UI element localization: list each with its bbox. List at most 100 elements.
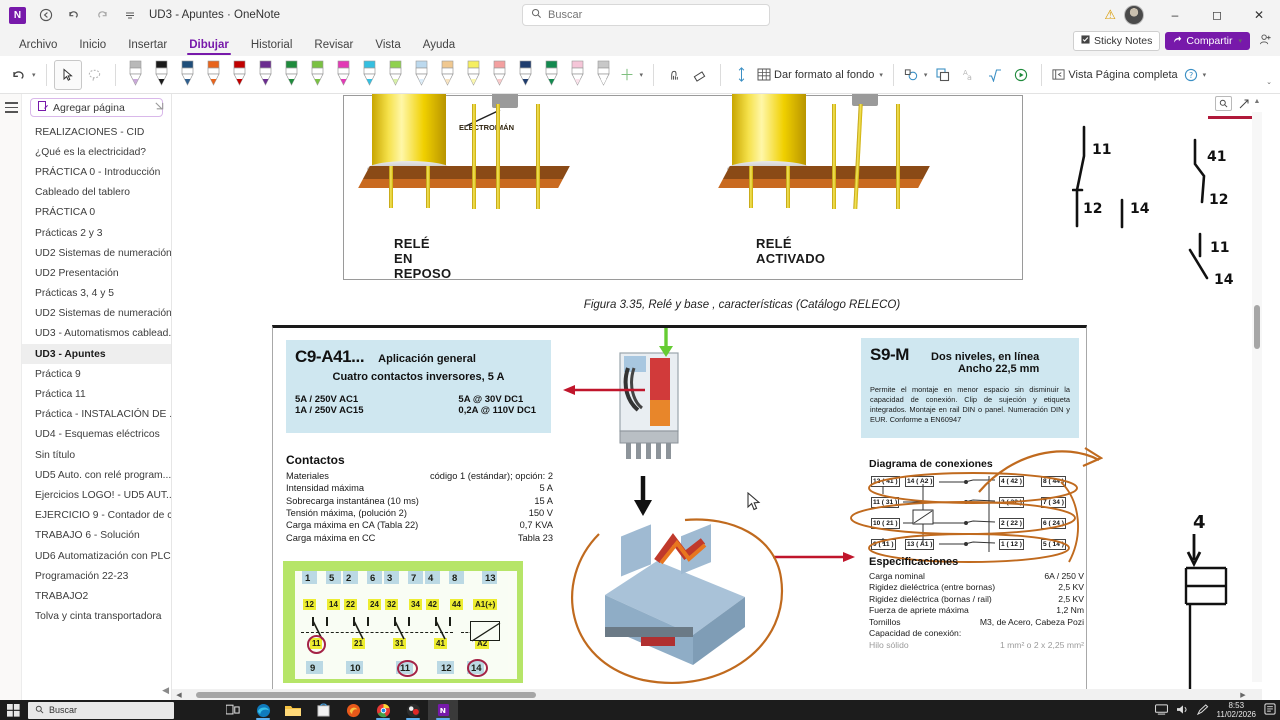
full-page-view-tool[interactable]: Vista Página completa bbox=[1049, 60, 1180, 90]
pen-navy[interactable] bbox=[513, 60, 539, 90]
vertical-scrollbar[interactable]: ▲ ▼ bbox=[1252, 98, 1262, 696]
collapse-pages-icon[interactable] bbox=[154, 101, 165, 115]
redo-icon[interactable] bbox=[89, 3, 115, 27]
undo-icon[interactable] bbox=[61, 3, 87, 27]
page-list-item[interactable]: REALIZACIONES - CID bbox=[35, 126, 145, 138]
tab-inicio[interactable]: Inicio bbox=[79, 39, 107, 51]
horizontal-scroll-thumb[interactable] bbox=[196, 692, 536, 698]
pen-light-green[interactable] bbox=[305, 60, 331, 90]
page-list-item[interactable]: Programación 22-23 bbox=[35, 570, 129, 582]
maximize-button[interactable]: ◻ bbox=[1212, 8, 1222, 22]
google-chrome-icon[interactable] bbox=[368, 700, 398, 720]
pen-purple[interactable] bbox=[253, 60, 279, 90]
highlighter-light-blue[interactable] bbox=[409, 60, 435, 90]
page-list-item[interactable]: Prácticas 3, 4 y 5 bbox=[35, 288, 114, 300]
pen-orange[interactable] bbox=[201, 60, 227, 90]
pen-green[interactable] bbox=[279, 60, 305, 90]
page-list-item[interactable]: PRÁCTICA 0 bbox=[35, 207, 96, 219]
sticky-notes-button[interactable]: Sticky Notes bbox=[1073, 31, 1161, 51]
shapes-tool[interactable]: ▾ bbox=[901, 60, 931, 90]
highlighter-light-pink[interactable] bbox=[565, 60, 591, 90]
horizontal-scrollbar[interactable]: ◀ ▶ bbox=[172, 689, 1262, 700]
add-pen-button[interactable]: ＋▾ bbox=[619, 67, 644, 84]
tab-archivo[interactable]: Archivo bbox=[19, 39, 58, 51]
add-collaborator-icon[interactable] bbox=[1255, 33, 1276, 49]
page-list-item[interactable]: UD6 Automatización con PLC bbox=[35, 550, 171, 562]
microsoft-edge-icon[interactable] bbox=[248, 700, 278, 720]
page-list-item[interactable]: UD3 - Automatismos cablead... bbox=[35, 328, 171, 340]
page-list-item[interactable]: EJERCICIO 9 - Contador de co... bbox=[35, 510, 171, 522]
page-list-item[interactable]: TRABAJO 6 - Solución bbox=[35, 530, 140, 542]
minimize-button[interactable]: – bbox=[1171, 8, 1179, 22]
highlighter-green[interactable] bbox=[383, 60, 409, 90]
ink-to-math-tool[interactable] bbox=[982, 60, 1008, 90]
highlighter-tan[interactable] bbox=[435, 60, 461, 90]
pen-teal-green[interactable] bbox=[539, 60, 565, 90]
page-list-item[interactable]: UD2 Presentación bbox=[35, 267, 119, 279]
pen-white-empty[interactable] bbox=[591, 60, 617, 90]
page-list-item[interactable]: UD2 Sistemas de numeración... bbox=[35, 308, 171, 320]
page-list-item[interactable]: UD5 Auto. con relé program... bbox=[35, 469, 171, 481]
page-canvas[interactable]: ELECTROIMÁN RELÉ EN REPOSO bbox=[172, 94, 1262, 700]
windows-start-icon[interactable] bbox=[0, 700, 26, 720]
collapse-ribbon-icon[interactable]: ⌄ bbox=[1266, 79, 1272, 86]
highlighter-yellow[interactable] bbox=[461, 60, 487, 90]
expand-page-icon[interactable] bbox=[1235, 96, 1252, 111]
back-arrow-icon[interactable] bbox=[33, 3, 59, 27]
pen-settings-icon[interactable] bbox=[1196, 703, 1209, 717]
tab-historial[interactable]: Historial bbox=[250, 39, 293, 51]
tab-vista[interactable]: Vista bbox=[375, 39, 401, 51]
search-input[interactable] bbox=[548, 9, 761, 21]
lasso-select-tool[interactable] bbox=[82, 60, 108, 90]
volume-icon[interactable] bbox=[1176, 704, 1189, 717]
search-page-icon[interactable] bbox=[1215, 96, 1232, 111]
file-explorer-icon[interactable] bbox=[278, 700, 308, 720]
pen-magenta[interactable] bbox=[331, 60, 357, 90]
arrange-tool[interactable] bbox=[930, 60, 956, 90]
help-tool[interactable]: ? ▾ bbox=[1181, 60, 1210, 90]
page-list-item[interactable]: Cableado del tablero bbox=[35, 187, 131, 199]
page-list-scroll-indicator[interactable]: ◀ bbox=[162, 685, 169, 695]
taskbar-search-box[interactable]: Buscar bbox=[28, 701, 174, 719]
clock[interactable]: 8:53 11/02/2026 bbox=[1217, 701, 1256, 719]
network-icon[interactable] bbox=[1154, 703, 1168, 717]
customize-quick-access-icon[interactable] bbox=[117, 3, 143, 27]
share-button[interactable]: Compartir ▾ bbox=[1165, 32, 1250, 50]
vertical-scroll-thumb[interactable] bbox=[1254, 305, 1260, 349]
pen-red[interactable] bbox=[227, 60, 253, 90]
notebook-nav-strip[interactable] bbox=[0, 94, 22, 700]
insert-space-tool[interactable] bbox=[728, 60, 754, 90]
close-button[interactable]: ✕ bbox=[1253, 8, 1265, 22]
obs-studio-icon[interactable] bbox=[398, 700, 428, 720]
firefox-icon[interactable] bbox=[338, 700, 368, 720]
page-list-item[interactable]: ¿Qué es la electricidad? bbox=[35, 146, 147, 158]
tab-dibujar[interactable]: Dibujar bbox=[178, 36, 240, 56]
pen-black[interactable] bbox=[149, 60, 175, 90]
page-list-item[interactable]: Práctica 9 bbox=[35, 368, 81, 380]
ink-replay-tool[interactable] bbox=[1008, 60, 1034, 90]
ribbon-undo-button[interactable]: ▾ bbox=[8, 60, 39, 90]
scroll-right-arrow[interactable]: ▶ bbox=[1240, 691, 1246, 699]
page-list-item[interactable]: UD3 - Apuntes bbox=[22, 344, 171, 365]
pen-dark-blue[interactable] bbox=[175, 60, 201, 90]
scroll-up-arrow[interactable]: ▲ bbox=[1253, 98, 1261, 105]
onenote-icon[interactable]: N bbox=[428, 700, 458, 720]
highlighter-pink[interactable] bbox=[487, 60, 513, 90]
page-list-item[interactable]: Práctica - INSTALACIÓN DE ... bbox=[35, 409, 171, 421]
tab-ayuda[interactable]: Ayuda bbox=[422, 39, 456, 51]
warning-icon[interactable]: ⚠ bbox=[1104, 7, 1116, 22]
page-list-item[interactable]: Ejercicios LOGO! - UD5 AUT... bbox=[35, 489, 171, 501]
user-avatar[interactable] bbox=[1124, 5, 1144, 25]
tab-revisar[interactable]: Revisar bbox=[314, 39, 354, 51]
navigation-menu-icon[interactable] bbox=[5, 102, 18, 113]
page-list-item[interactable]: Tolva y cinta transportadora bbox=[35, 611, 162, 623]
eraser-ink-tool[interactable] bbox=[661, 60, 687, 90]
page-list-item[interactable]: UD4 - Esquemas eléctricos bbox=[35, 429, 160, 441]
pen-cyan[interactable] bbox=[357, 60, 383, 90]
microsoft-store-icon[interactable] bbox=[308, 700, 338, 720]
notifications-icon[interactable] bbox=[1264, 703, 1276, 717]
page-list-item[interactable]: Prácticas 2 y 3 bbox=[35, 227, 103, 239]
task-view-icon[interactable] bbox=[218, 700, 248, 720]
page-list-item[interactable]: UD2 Sistemas de numeración... bbox=[35, 247, 171, 259]
